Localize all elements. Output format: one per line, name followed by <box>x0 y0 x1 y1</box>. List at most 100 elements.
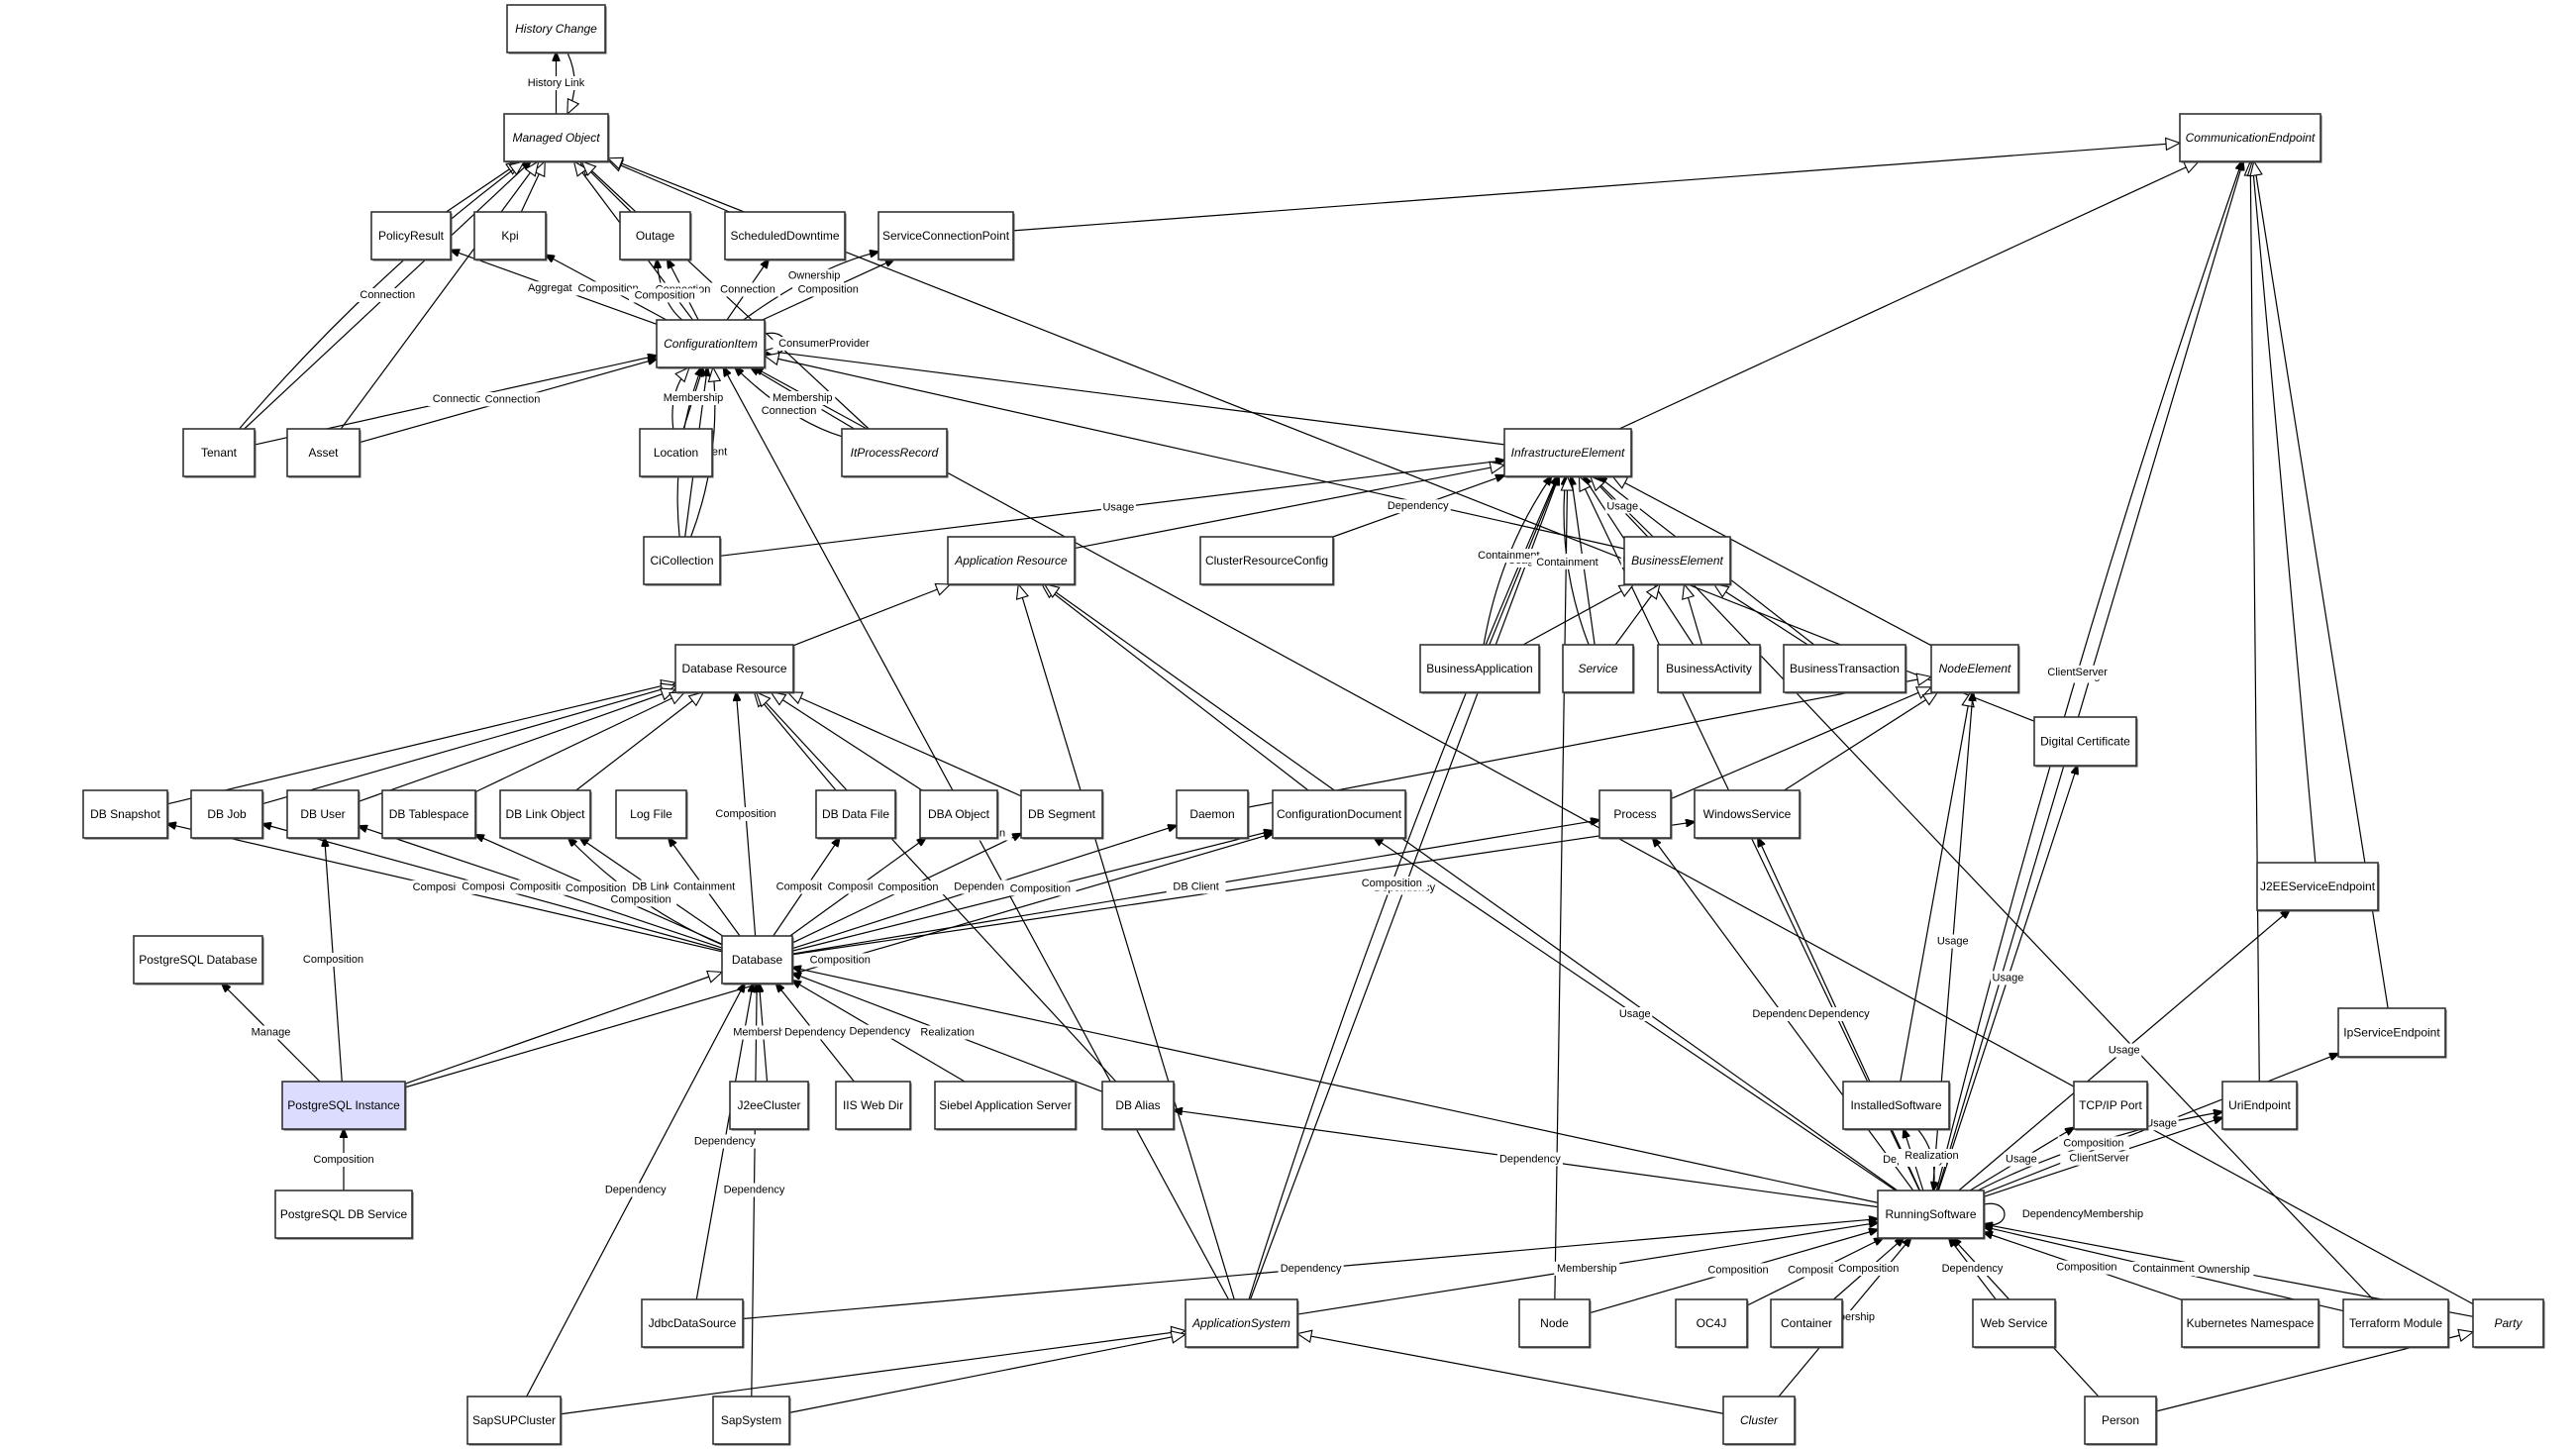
class-node-postgresql-instance[interactable]: PostgreSQL Instance <box>281 1081 407 1131</box>
node-box[interactable] <box>286 428 361 477</box>
node-box[interactable] <box>1770 1298 1843 1348</box>
node-box[interactable] <box>619 211 691 260</box>
class-node-application-resource[interactable]: Application Resource <box>947 536 1077 586</box>
class-node-uri-endpoint[interactable]: UriEndpoint <box>2221 1081 2299 1131</box>
node-box[interactable] <box>919 789 998 839</box>
node-box[interactable] <box>1842 1081 1950 1130</box>
node-box[interactable] <box>1101 1081 1175 1130</box>
class-node-person[interactable]: Person <box>2084 1396 2158 1446</box>
class-node-db-tablespace[interactable]: DB Tablespace <box>381 789 477 840</box>
node-box[interactable] <box>2342 1298 2449 1348</box>
node-box[interactable] <box>2337 1007 2446 1058</box>
class-node-asset[interactable]: Asset <box>286 428 361 478</box>
class-node-container[interactable]: Container <box>1770 1298 1844 1349</box>
node-box[interactable] <box>466 1396 562 1445</box>
class-node-db-data-file[interactable]: DB Data File <box>815 789 897 840</box>
class-node-jdbc-data-source[interactable]: JdbcDataSource <box>641 1298 745 1349</box>
node-box[interactable] <box>473 211 547 260</box>
node-box[interactable] <box>274 1190 413 1239</box>
node-box[interactable] <box>2179 113 2321 162</box>
node-box[interactable] <box>1503 428 1632 477</box>
class-node-cluster[interactable]: Cluster <box>1722 1396 1797 1446</box>
node-box[interactable] <box>286 789 360 839</box>
class-node-ci-collection[interactable]: CiCollection <box>643 536 722 586</box>
class-node-database[interactable]: Database <box>721 935 794 985</box>
class-node-kpi[interactable]: Kpi <box>473 211 548 261</box>
node-box[interactable] <box>947 536 1076 585</box>
node-box[interactable] <box>656 319 766 368</box>
class-node-windows-service[interactable]: WindowsService <box>1694 789 1802 840</box>
node-box[interactable] <box>841 428 948 477</box>
node-box[interactable] <box>835 1081 911 1130</box>
class-node-db-snapshot[interactable]: DB Snapshot <box>82 789 169 840</box>
class-node-postgresql-database[interactable]: PostgreSQL Database <box>133 935 264 985</box>
class-node-daemon[interactable]: Daemon <box>1176 789 1250 840</box>
class-node-managed-object[interactable]: Managed Object <box>503 113 610 163</box>
class-node-db-alias[interactable]: DB Alias <box>1101 1081 1176 1131</box>
class-node-postgresql-db-service[interactable]: PostgreSQL DB Service <box>274 1190 414 1240</box>
node-box[interactable] <box>1930 644 2019 693</box>
node-box[interactable] <box>506 4 606 53</box>
node-box[interactable] <box>182 428 256 477</box>
class-node-dba-object[interactable]: DBA Object <box>919 789 999 840</box>
class-node-sap-sup-cluster[interactable]: SapSUPCluster <box>466 1396 563 1446</box>
class-node-infrastructure-element[interactable]: InfrastructureElement <box>1503 428 1633 478</box>
class-node-running-software[interactable]: RunningSoftware <box>1877 1190 1986 1240</box>
class-node-node-element[interactable]: NodeElement <box>1930 644 2020 694</box>
class-node-db-job[interactable]: DB Job <box>190 789 264 840</box>
node-box[interactable] <box>815 789 896 839</box>
node-box[interactable] <box>2472 1298 2544 1348</box>
class-node-it-process-record[interactable]: ItProcessRecord <box>841 428 949 478</box>
node-box[interactable] <box>641 1298 744 1348</box>
node-box[interactable] <box>1419 644 1540 693</box>
node-box[interactable] <box>724 211 846 260</box>
class-node-business-element[interactable]: BusinessElement <box>1623 536 1732 586</box>
class-node-process[interactable]: Process <box>1598 789 1673 840</box>
class-node-ip-service-endpoint[interactable]: IpServiceEndpoint <box>2337 1007 2447 1059</box>
node-box[interactable] <box>1877 1190 1985 1239</box>
class-node-j2ee-cluster[interactable]: J2eeCluster <box>729 1081 810 1131</box>
node-box[interactable] <box>503 113 609 162</box>
node-box[interactable] <box>1598 789 1672 839</box>
class-node-log-file[interactable]: Log File <box>615 789 688 840</box>
node-box[interactable] <box>674 644 794 693</box>
node-box[interactable] <box>2221 1081 2298 1130</box>
node-box[interactable] <box>370 211 452 260</box>
node-box[interactable] <box>499 789 591 839</box>
class-node-sap-system[interactable]: SapSystem <box>712 1396 791 1446</box>
class-node-location[interactable]: Location <box>639 428 714 478</box>
node-box[interactable] <box>729 1081 809 1130</box>
class-node-tcpip-port[interactable]: TCP/IP Port <box>2073 1081 2149 1131</box>
class-node-siebel-application-server[interactable]: Siebel Application Server <box>934 1081 1078 1131</box>
node-box[interactable] <box>712 1396 790 1445</box>
class-node-tenant[interactable]: Tenant <box>182 428 257 478</box>
class-node-business-application[interactable]: BusinessApplication <box>1419 644 1541 694</box>
node-box[interactable] <box>2084 1396 2157 1445</box>
node-box[interactable] <box>281 1081 406 1130</box>
class-node-policy-result[interactable]: PolicyResult <box>370 211 453 261</box>
node-box[interactable] <box>1972 1298 2056 1348</box>
node-box[interactable] <box>1562 644 1634 693</box>
class-node-communication-endpoint[interactable]: CommunicationEndpoint <box>2179 113 2322 163</box>
node-box[interactable] <box>82 789 168 839</box>
class-node-oc4j[interactable]: OC4J <box>1675 1298 1749 1349</box>
class-node-db-user[interactable]: DB User <box>286 789 361 840</box>
node-box[interactable] <box>133 935 263 984</box>
class-node-history-change[interactable]: History Change <box>506 4 607 54</box>
node-box[interactable] <box>615 789 687 839</box>
class-node-business-activity[interactable]: BusinessActivity <box>1657 644 1762 694</box>
node-box[interactable] <box>1722 1396 1796 1445</box>
class-node-kubernetes-namespace[interactable]: Kubernetes Namespace <box>2181 1298 2320 1349</box>
node-box[interactable] <box>1694 789 1801 839</box>
node-box[interactable] <box>643 536 721 585</box>
node-box[interactable] <box>2033 716 2137 767</box>
class-node-j2ee-service-endpoint[interactable]: J2EEServiceEndpoint <box>2256 862 2380 912</box>
class-node-node[interactable]: Node <box>1518 1298 1592 1349</box>
class-node-cluster-resource-config[interactable]: ClusterResourceConfig <box>1199 536 1335 586</box>
class-node-installed-software[interactable]: InstalledSoftware <box>1842 1081 1951 1131</box>
node-box[interactable] <box>1518 1298 1591 1348</box>
node-box[interactable] <box>1675 1298 1748 1348</box>
class-node-application-system[interactable]: ApplicationSystem <box>1185 1298 1299 1349</box>
class-node-configuration-document[interactable]: ConfigurationDocument <box>1272 789 1407 840</box>
node-box[interactable] <box>2181 1298 2319 1348</box>
